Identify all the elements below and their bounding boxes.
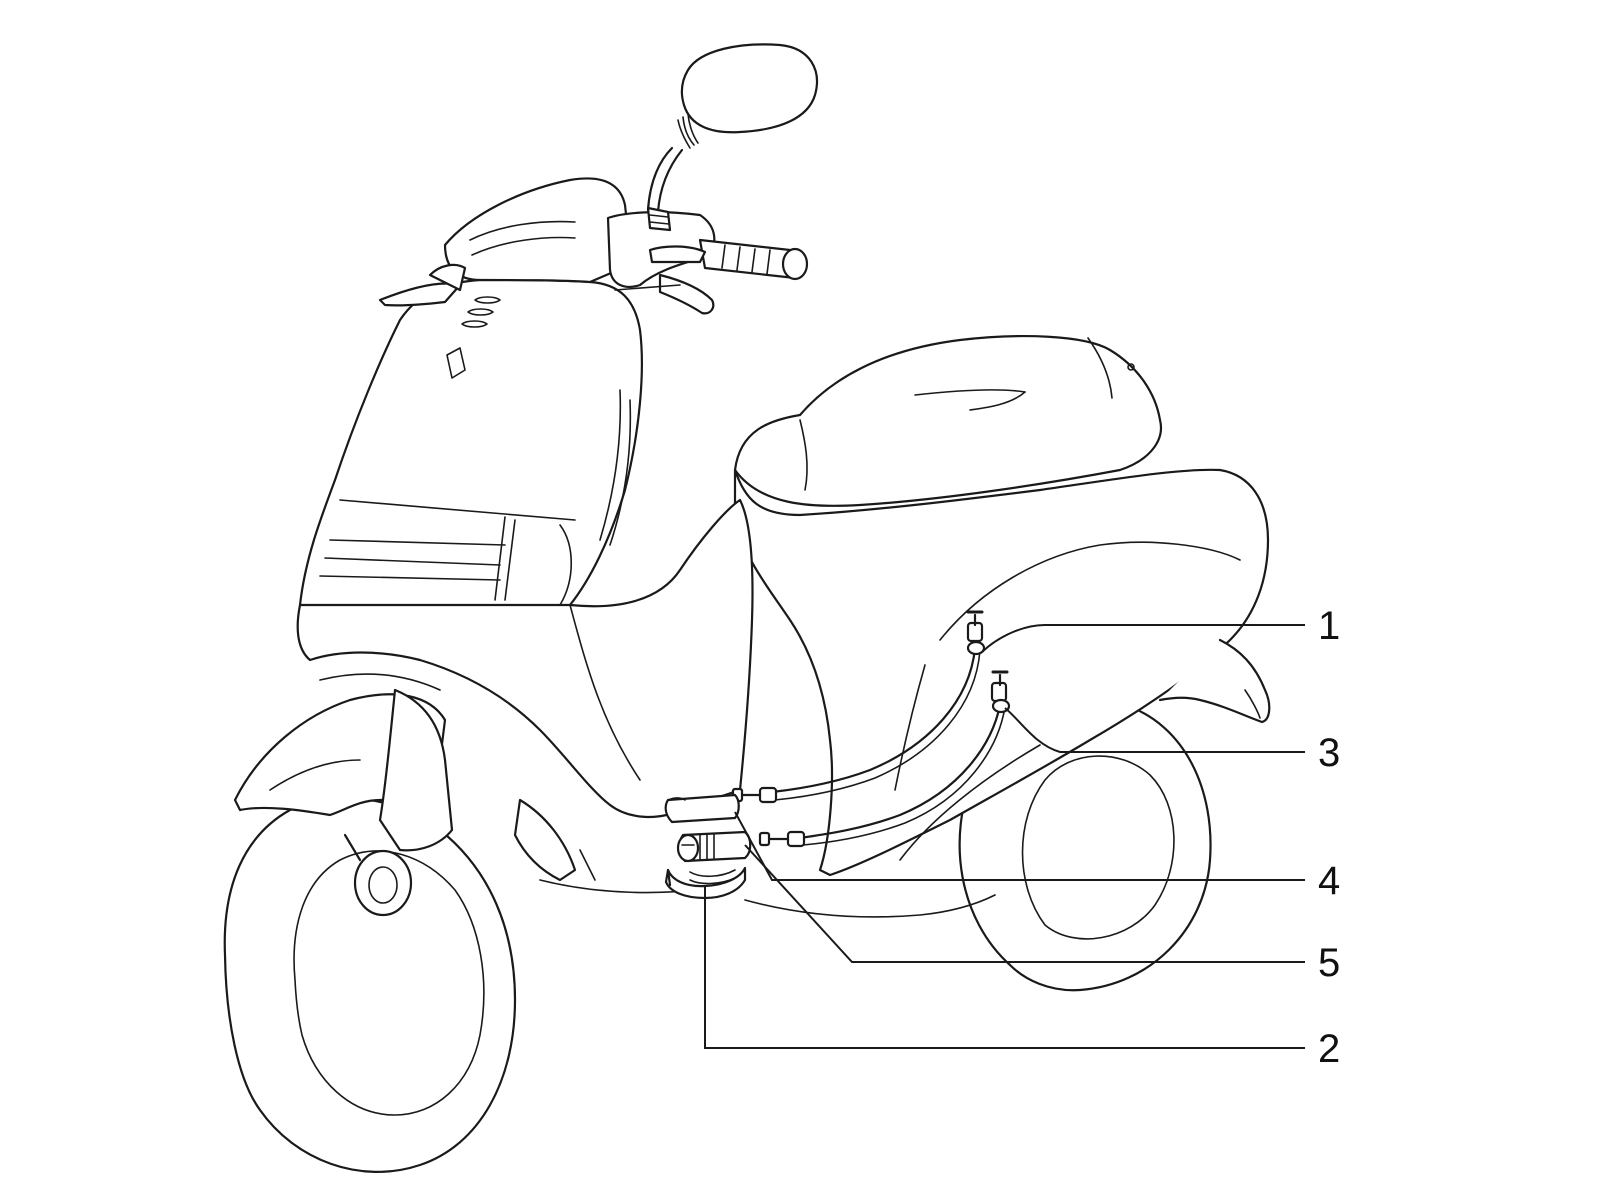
callout-2: 2: [1318, 1027, 1340, 1071]
front-fork: [233, 688, 577, 917]
callout-5: 5: [1318, 941, 1340, 985]
housing-cover: [664, 793, 740, 824]
handlebar: [378, 43, 819, 315]
callout-3: 3: [1318, 731, 1340, 775]
cable-3: [758, 670, 1011, 848]
callout-1: 1: [1318, 604, 1340, 648]
front-shield: [296, 278, 754, 894]
leader-3: [1004, 707, 1305, 753]
junction-body: [676, 830, 752, 863]
leader-2: [704, 886, 1305, 1049]
callout-numbers: 1 3 4 5 2: [1318, 604, 1340, 1071]
leader-1: [981, 624, 1305, 653]
leader-4: [734, 811, 1305, 881]
housing-base: [664, 866, 747, 900]
callout-4: 4: [1318, 859, 1340, 903]
leader-lines: [704, 624, 1305, 1049]
leader-5: [744, 844, 1305, 963]
rear-body: [733, 335, 1271, 918]
